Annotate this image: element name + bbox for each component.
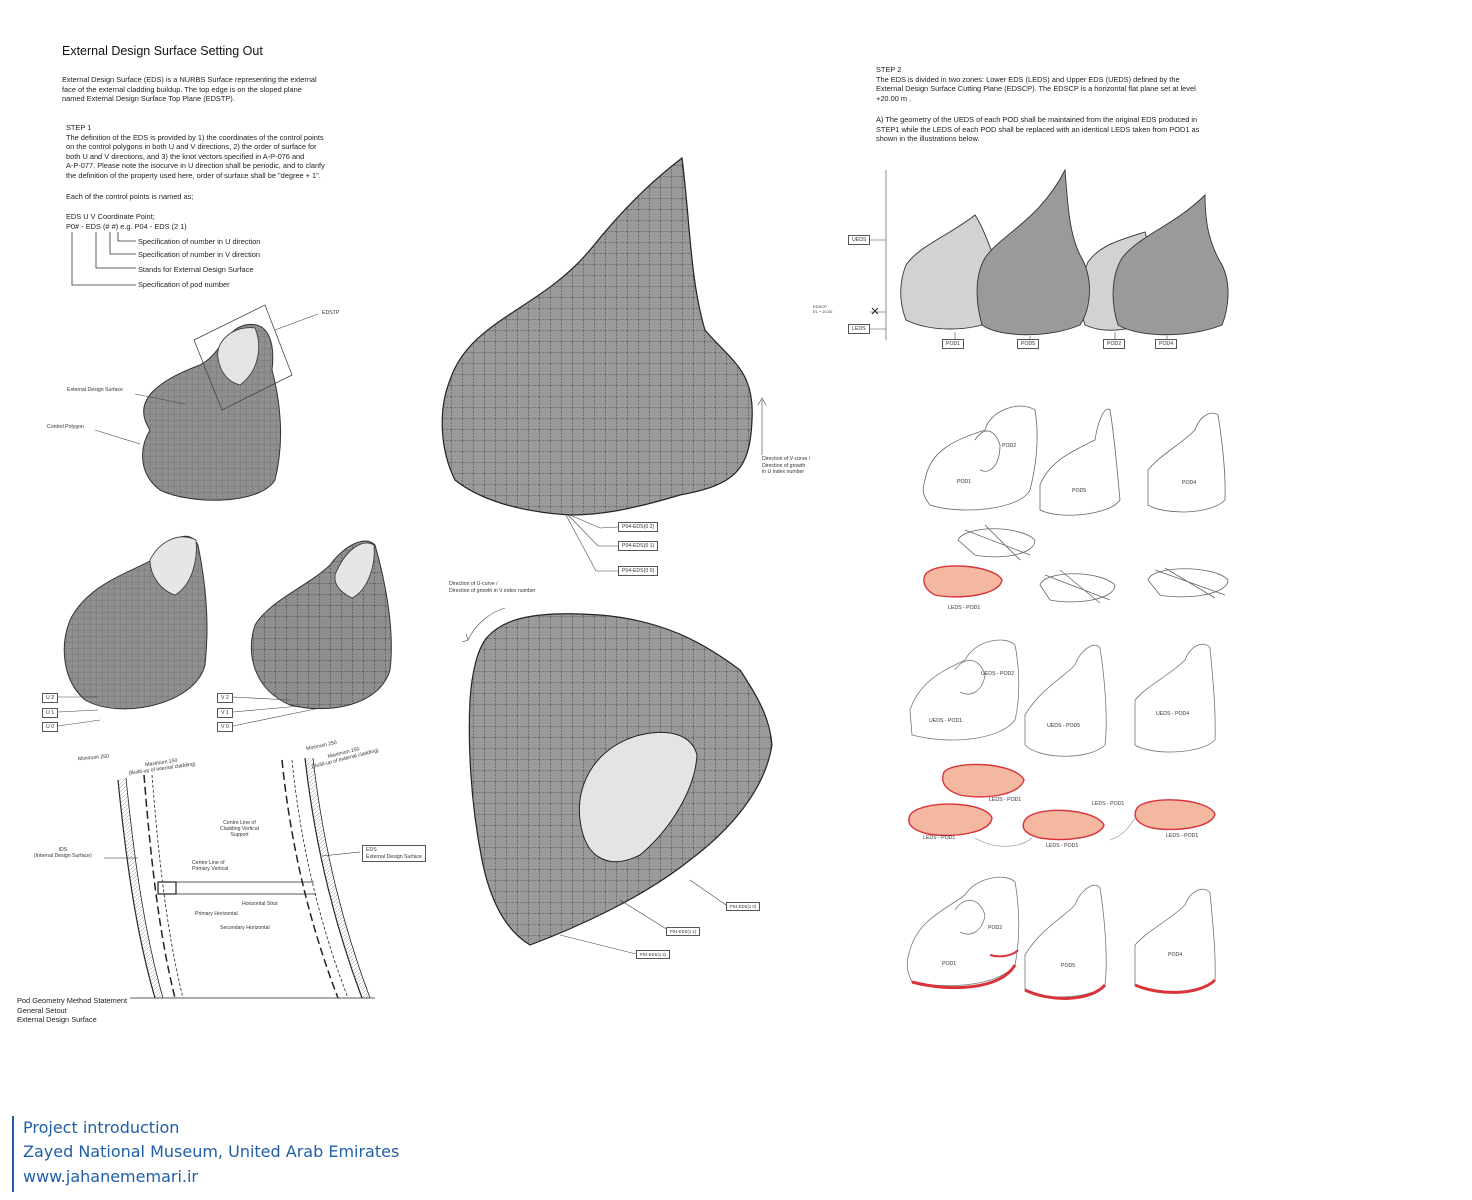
- label-centre-cladding: Centre Line of Cladding Vertical Support: [220, 820, 259, 838]
- label-elev-pod1: POD1: [942, 339, 965, 349]
- row2-label-leds-2: LEDS - POD1: [923, 835, 956, 841]
- control-net-elevation: [441, 156, 767, 572]
- row1-label-pod5: POD5: [1072, 488, 1087, 494]
- intro-text: External Design Surface (EDS) is a NURBS…: [62, 75, 317, 104]
- spec-label-v: Specification of number in V direction: [138, 250, 261, 259]
- label-secondary-horizontal: Secondary Horizontal: [220, 925, 270, 931]
- footer-website-link[interactable]: www.jahanememari.ir: [23, 1167, 199, 1186]
- row1-label-pod2: POD2: [1002, 443, 1017, 449]
- label-ueds: UEDS: [848, 235, 871, 245]
- label-point-0-1: P04-EDS(0 1): [618, 541, 659, 551]
- spec-label-pod: Specification of pod number: [138, 280, 230, 289]
- coord-example: P0# - EDS (# #) e.g. P04 - EDS (2 1): [66, 222, 187, 231]
- step2a-text: A) The geometry of the UEDS of each POD …: [876, 115, 1200, 144]
- label-eds-box: EDS External Design Surface: [362, 845, 426, 862]
- naming-tree: [71, 232, 136, 286]
- row3-label-pod1: POD1: [942, 961, 957, 967]
- label-u2: U 2: [42, 693, 59, 703]
- label-u0: U 0: [42, 722, 59, 732]
- pod-v-isocurves: [232, 540, 392, 727]
- label-edscp: EDSCP EL + 20.00: [813, 304, 833, 314]
- control-net-plan: [461, 607, 773, 955]
- footer-project-intro: Project introduction: [23, 1118, 180, 1137]
- row1-label-leds: LEDS - POD1: [948, 605, 981, 611]
- row2-label-ueds-pod5: UEDS - POD5: [1047, 723, 1081, 729]
- label-primary-horizontal: Primary Horizontal: [195, 911, 238, 917]
- row2-label-leds-3: LEDS - POD1: [1092, 801, 1125, 807]
- row2-label-ueds-pod4: UEDS - POD4: [1156, 711, 1190, 717]
- row1-sketches: [922, 405, 1229, 604]
- row3-label-pod4: POD4: [1168, 952, 1183, 958]
- page-title: External Design Surface Setting Out: [62, 44, 263, 58]
- row3-label-pod2: POD2: [988, 925, 1003, 931]
- drawing-caption: Pod Geometry Method Statement General Se…: [17, 996, 128, 1025]
- label-point-0-2: P04-EDS(0 2): [618, 522, 659, 532]
- label-eds-surface: External Design Surface: [67, 387, 123, 393]
- label-control-polygon: Control Polygon: [47, 424, 84, 430]
- spec-label-eds: Stands for External Design Surface: [138, 265, 254, 274]
- row2-label-leds-1: LEDS - POD1: [989, 797, 1022, 803]
- pod-u-isocurves: [57, 535, 208, 727]
- label-edstp: EDSTP: [322, 310, 340, 316]
- label-elev-pod5: POD5: [1017, 339, 1040, 349]
- label-v1: V 1: [217, 708, 233, 718]
- label-horizontal-strut: Horizontal Strut: [242, 901, 278, 907]
- row2-label-ueds-pod2: UEDS - POD2: [981, 671, 1015, 677]
- row2-sketches: [908, 639, 1216, 847]
- footer-accent-bar: [12, 1116, 14, 1192]
- label-point-1-2: P04-EDS(1 2): [636, 950, 671, 959]
- eds-pod-overview: [94, 304, 319, 501]
- row2-label-leds-5: LEDS - POD1: [1166, 833, 1199, 839]
- row3-label-pod5: POD5: [1061, 963, 1076, 969]
- pods-elevation: [870, 168, 1229, 340]
- step2-text: STEP 2 The EDS is divided in two zones: …: [876, 65, 1196, 103]
- row3-sketches: [906, 876, 1217, 1000]
- label-direction-v: Direction of V-curve / Direction of grow…: [762, 456, 811, 475]
- row1-label-pod1: POD1: [957, 479, 972, 485]
- label-leds: LEDS: [848, 324, 870, 334]
- wall-section: [104, 757, 375, 999]
- label-point-1-1: P04-EDS(1 1): [666, 927, 701, 936]
- label-v2: V 2: [217, 693, 233, 703]
- label-ids: IDS (Internal Design Surface): [34, 847, 92, 859]
- label-direction-u: Direction of U-curve / Direction of grow…: [449, 581, 536, 594]
- label-v0: V 0: [217, 722, 233, 732]
- spec-label-u: Specification of number in U direction: [138, 237, 261, 246]
- coord-heading: EDS U V Coordinate Point;: [66, 212, 155, 221]
- row1-label-pod4: POD4: [1182, 480, 1197, 486]
- label-point-1-0: P04-EDS(1 0): [726, 902, 761, 911]
- label-point-0-0: P04-EDS(0 0): [618, 566, 659, 576]
- footer-project-name: Zayed National Museum, United Arab Emira…: [23, 1142, 400, 1161]
- row2-label-ueds-pod1: UEDS - POD1: [929, 718, 963, 724]
- step1-text: STEP 1 The definition of the EDS is prov…: [66, 123, 325, 180]
- label-centre-primary: Centre Line of Primary Vertical: [192, 860, 229, 872]
- label-elev-pod4: POD4: [1155, 339, 1178, 349]
- naming-intro: Each of the control points is named as;: [66, 192, 194, 201]
- label-u1: U 1: [42, 708, 59, 718]
- label-elev-pod2: POD2: [1103, 339, 1126, 349]
- row2-label-leds-4: LEDS - POD1: [1046, 843, 1079, 849]
